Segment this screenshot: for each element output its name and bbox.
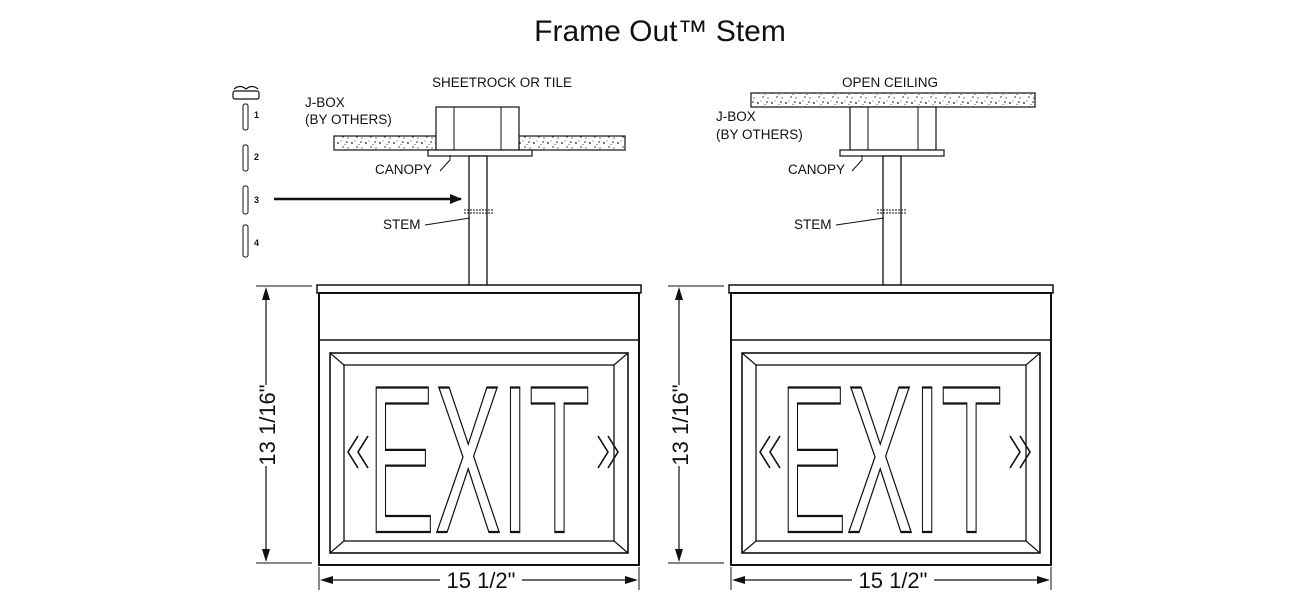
junction-box	[849, 106, 937, 151]
jbox-label: (BY OTHERS)	[716, 127, 803, 142]
ceiling-label: OPEN CEILING	[842, 75, 938, 90]
chevron-left-icon	[347, 435, 369, 469]
jbox-label: J-BOX	[305, 95, 345, 110]
canopy	[427, 149, 533, 157]
ceiling-panel	[750, 92, 1036, 108]
left-assembly: SHEETROCK OR TILE J-BOX (BY OTHERS) CANO…	[255, 75, 642, 593]
right-assembly: OPEN CEILING J-BOX (BY OTHERS) CANOPY ST…	[668, 75, 1054, 593]
ceiling-panel	[333, 135, 437, 151]
step-number: 4	[254, 238, 259, 248]
step-number: 1	[254, 110, 259, 120]
chevron-right-icon	[1009, 435, 1031, 469]
exit-legend: EXIT	[780, 342, 1002, 577]
stem-label: STEM	[794, 217, 832, 232]
exit-sign: EXIT	[728, 284, 1054, 578]
height-dimension-label: 13 1/16"	[668, 384, 693, 465]
canopy-icon	[232, 85, 260, 100]
stem	[468, 155, 488, 287]
canopy	[839, 149, 945, 157]
stem-segment-icon	[242, 103, 249, 258]
canopy-label: CANOPY	[788, 162, 845, 177]
chevron-right-icon	[597, 435, 619, 469]
jbox-label: J-BOX	[716, 109, 756, 124]
junction-box	[435, 106, 520, 151]
width-dimension: 15 1/2"	[730, 567, 1052, 593]
width-dimension-label: 15 1/2"	[859, 568, 928, 593]
ceiling-label: SHEETROCK OR TILE	[432, 75, 572, 90]
install-steps: 1 2 3 4	[232, 85, 260, 258]
diagram-title: Frame Out™ Stem	[534, 15, 786, 48]
chevron-left-icon	[759, 435, 781, 469]
canopy-label: CANOPY	[375, 162, 432, 177]
step-number: 2	[254, 152, 259, 162]
ceiling-panel	[518, 135, 626, 151]
stem-label: STEM	[383, 217, 421, 232]
width-dimension-label: 15 1/2"	[447, 568, 516, 593]
step-number: 3	[254, 195, 259, 205]
stem	[882, 155, 902, 287]
exit-sign: EXIT	[316, 284, 642, 578]
width-dimension: 15 1/2"	[318, 567, 640, 593]
exit-legend: EXIT	[368, 342, 590, 577]
height-dimension-label: 13 1/16"	[255, 384, 280, 465]
height-dimension: 13 1/16"	[255, 285, 312, 564]
height-dimension: 13 1/16"	[668, 285, 724, 564]
jbox-label: (BY OTHERS)	[305, 112, 392, 127]
